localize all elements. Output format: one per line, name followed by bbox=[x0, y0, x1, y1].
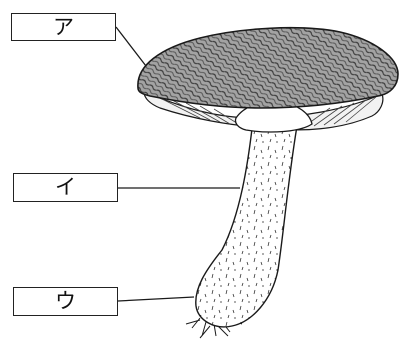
label-box-cap: ア bbox=[11, 13, 116, 41]
mushroom-stem bbox=[196, 120, 297, 327]
label-base-text: ウ bbox=[55, 291, 76, 312]
leader-line-cap bbox=[116, 27, 146, 66]
mushroom-cap bbox=[138, 28, 398, 108]
label-box-stem: イ bbox=[13, 173, 118, 202]
label-cap-text: ア bbox=[53, 17, 74, 38]
leader-line-base bbox=[118, 297, 194, 301]
label-box-base: ウ bbox=[13, 287, 118, 316]
label-stem-text: イ bbox=[55, 177, 76, 198]
